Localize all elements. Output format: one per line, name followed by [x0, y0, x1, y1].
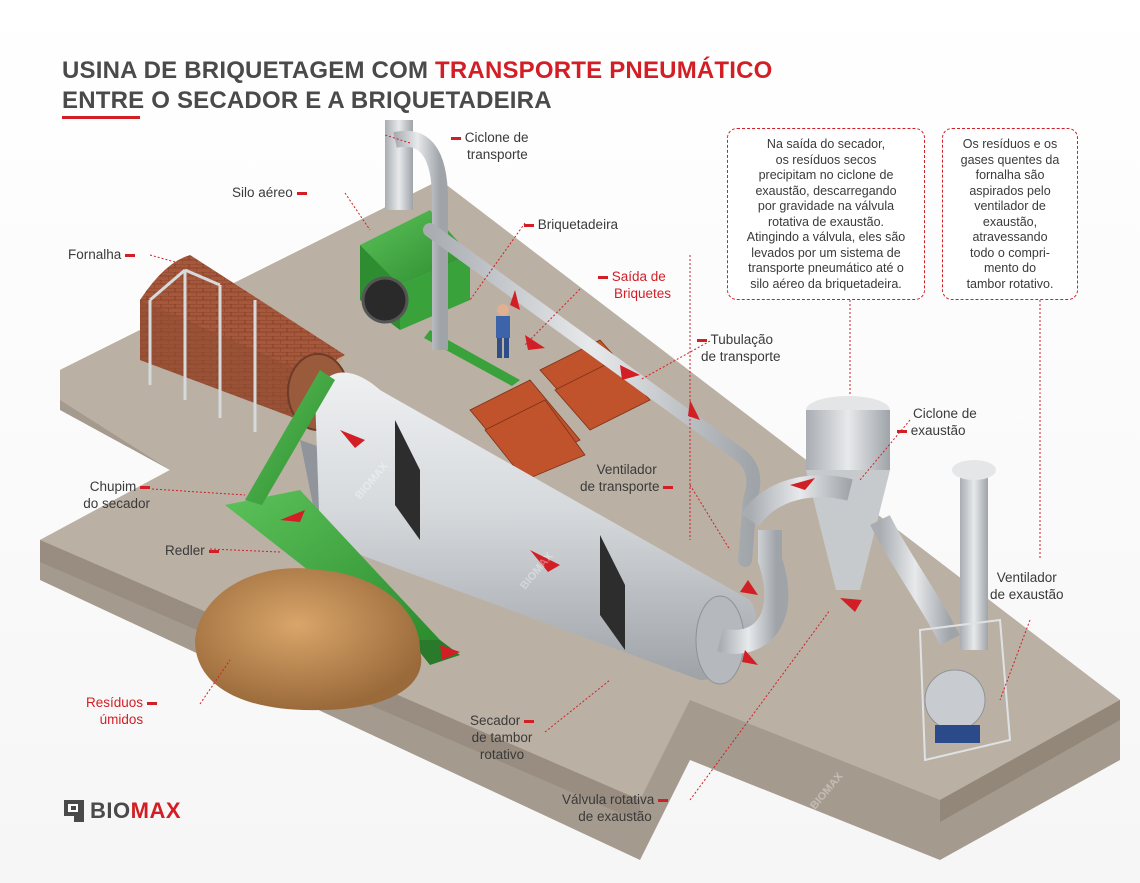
label-ventilador-transporte: Ventilador de transporte [580, 461, 674, 495]
label-tubulacao-transporte: Tubulação de transporte [697, 331, 781, 365]
label-secador-tambor: Secador de tambor rotativo [470, 713, 535, 762]
worker-figure [496, 304, 510, 358]
title-underline [62, 116, 140, 119]
svg-text:BIOMAX: BIOMAX [323, 110, 361, 152]
label-briquetadeira: Briquetadeira [524, 216, 618, 233]
exhaust-fan [870, 460, 1012, 762]
furnace [140, 255, 349, 432]
biomax-logo: BIOMAX [62, 797, 181, 825]
biomax-logo-text: BIOMAX [90, 798, 182, 823]
label-fornalha: Fornalha [68, 246, 136, 263]
rotary-drum [300, 372, 757, 685]
label-saida-briquetes: Saída de Briquetes [598, 268, 671, 302]
title-line1-prefix: USINA DE BRIQUETAGEM COM [62, 57, 436, 84]
label-ciclone-exaustao: Ciclone de exaustão [897, 405, 977, 439]
label-silo-aereo: Silo aéreo [232, 184, 307, 201]
label-ventilador-exaustao: Ventilador de exaustão [990, 570, 1064, 602]
label-chupim-secador: Chupim do secador [83, 479, 150, 511]
page-title: USINA DE BRIQUETAGEM COM TRANSPORTE PNEU… [62, 56, 773, 116]
label-residuos-umidos: Resíduos úmidos [86, 694, 157, 728]
transport-pipe [423, 223, 761, 567]
label-valvula-rotativa: Válvula rotativa de exaustão [562, 791, 669, 825]
label-redler: Redler [165, 542, 219, 559]
flow-arrows [280, 290, 862, 665]
title-line1-highlight: TRANSPORTE PNEUMÁTICO [435, 57, 773, 84]
sawdust-pile [195, 568, 422, 711]
title-line2: ENTRE O SECADOR E A BRIQUETADEIRA [62, 87, 552, 114]
exhaust-cyclone [717, 396, 890, 654]
briquetting-machine [360, 120, 520, 386]
svg-text:BIOMAX: BIOMAX [1013, 380, 1051, 422]
biomax-logo-icon [64, 800, 84, 822]
label-ciclone-transporte: Ciclone de transporte [451, 129, 529, 163]
